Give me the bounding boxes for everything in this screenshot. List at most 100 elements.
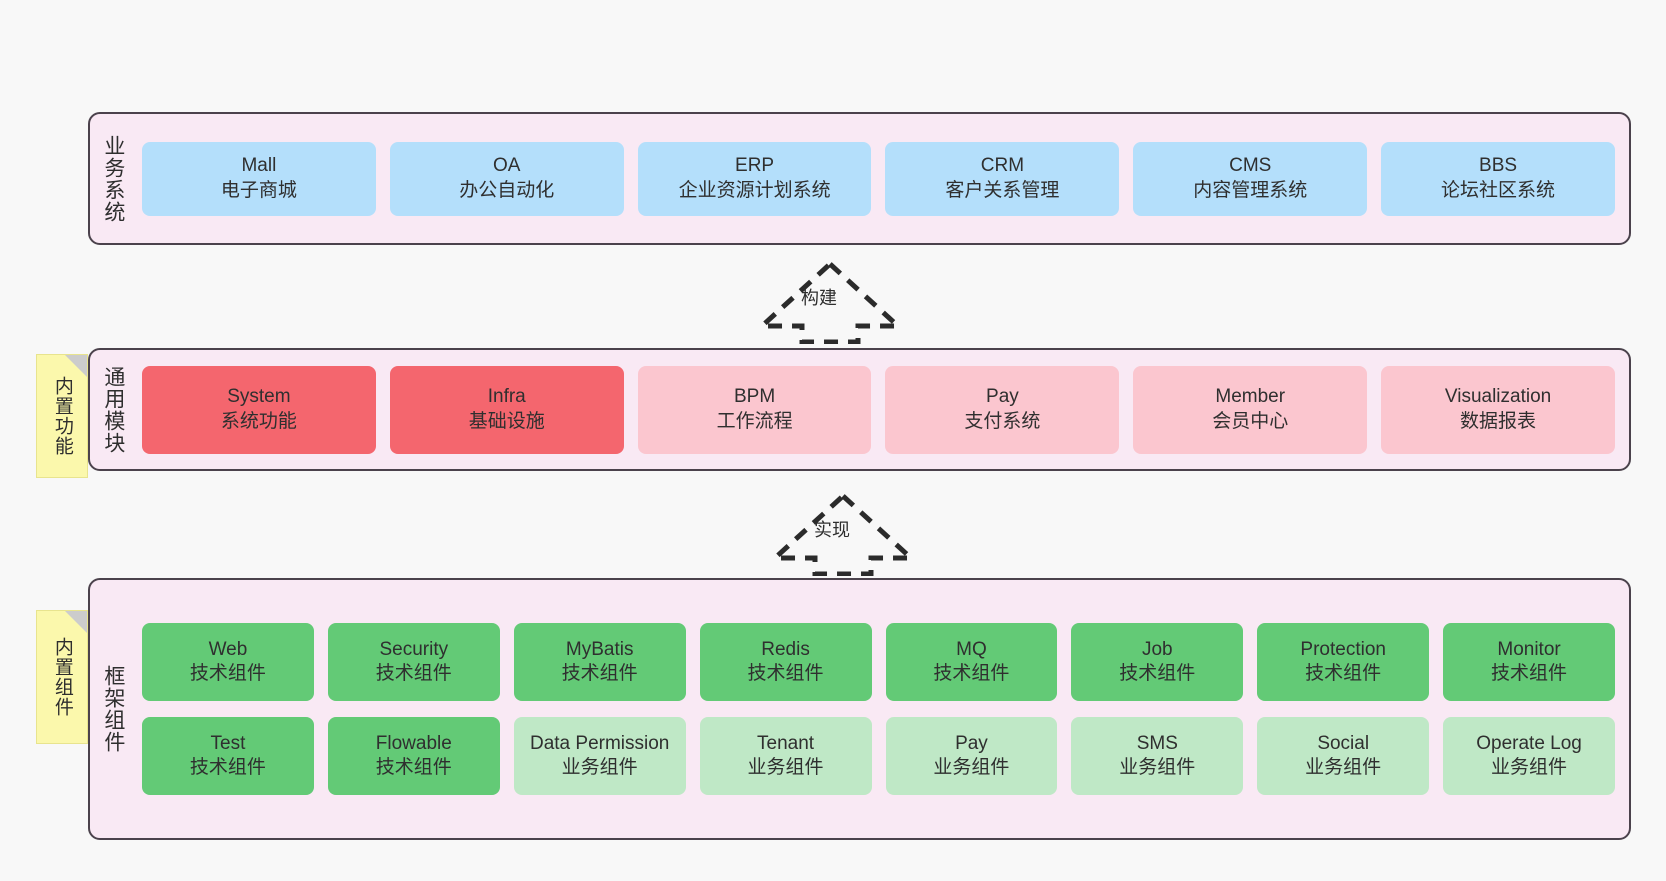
layer-title-framework-component: 框架组件	[101, 665, 125, 753]
card-mall[interactable]: Mall 电子商城	[142, 141, 376, 216]
connector-implement-label: 实现	[814, 520, 850, 540]
layer-common-module[interactable]: 通用模块 System 系统功能 Infra 基础设施 BPM 工作流程 Pay…	[88, 348, 1631, 471]
card-title: Social	[1317, 732, 1370, 754]
card-title: Mall	[241, 155, 277, 177]
card-title: Member	[1215, 386, 1286, 408]
card-title: Flowable	[375, 732, 452, 754]
card-title: CRM	[980, 155, 1025, 177]
card-pay-business[interactable]: Pay 业务组件	[885, 717, 1058, 795]
layer-framework-component[interactable]: 框架组件 Web 技术组件 Security 技术组件 MyBatis 技术组件…	[88, 578, 1631, 840]
card-subtitle: 业务组件	[1119, 757, 1196, 778]
layer-business-system[interactable]: 业务系统 Mall 电子商城 OA 办公自动化 ERP 企业资源计划系统 CRM…	[88, 112, 1631, 245]
card-subtitle: 业务组件	[1305, 757, 1382, 778]
card-test[interactable]: Test 技术组件	[142, 717, 314, 795]
card-subtitle: 论坛社区系统	[1441, 179, 1556, 201]
card-subtitle: 技术组件	[375, 663, 452, 684]
card-title: BBS	[1479, 155, 1518, 177]
card-title: Infra	[487, 386, 526, 408]
card-mq[interactable]: MQ 技术组件	[885, 623, 1058, 701]
layer-body-business-system: Mall 电子商城 OA 办公自动化 ERP 企业资源计划系统 CRM 客户关系…	[136, 114, 1629, 243]
dashed-hollow-arrow-up-icon	[768, 492, 918, 577]
card-data-permission[interactable]: Data Permission 业务组件	[513, 717, 686, 795]
card-job[interactable]: Job 技术组件	[1071, 623, 1244, 701]
card-title: Pay	[955, 732, 988, 754]
card-infra[interactable]: Infra 基础设施	[389, 365, 624, 454]
card-subtitle: 电子商城	[220, 179, 297, 201]
card-title: Visualization	[1444, 386, 1552, 408]
card-mybatis[interactable]: MyBatis 技术组件	[513, 623, 686, 701]
note-builtin-function-label: 内置功能	[51, 376, 73, 456]
card-title: Test	[210, 732, 246, 754]
card-title: Data Permission	[529, 732, 670, 754]
card-subtitle: 系统功能	[220, 410, 297, 432]
card-subtitle: 办公自动化	[459, 179, 555, 201]
layer-title-common-module: 通用模块	[101, 365, 125, 454]
connector-build-label: 构建	[801, 288, 837, 308]
card-subtitle: 基础设施	[468, 410, 545, 432]
card-crm[interactable]: CRM 客户关系管理	[885, 141, 1120, 216]
card-subtitle: 业务组件	[933, 757, 1010, 778]
card-subtitle: 内容管理系统	[1193, 179, 1308, 201]
card-subtitle: 企业资源计划系统	[678, 179, 831, 201]
card-subtitle: 技术组件	[189, 757, 266, 778]
card-operate-log[interactable]: Operate Log 业务组件	[1443, 717, 1615, 795]
card-subtitle: 数据报表	[1460, 410, 1537, 432]
note-builtin-component[interactable]: 内置组件	[36, 610, 88, 744]
note-builtin-function[interactable]: 内置功能	[36, 354, 88, 478]
card-visualization[interactable]: Visualization 数据报表	[1381, 365, 1615, 454]
card-subtitle: 技术组件	[933, 663, 1010, 684]
card-title: Job	[1141, 638, 1173, 660]
card-monitor[interactable]: Monitor 技术组件	[1443, 623, 1615, 701]
card-title: CMS	[1229, 155, 1272, 177]
card-subtitle: 业务组件	[747, 757, 824, 778]
card-subtitle: 技术组件	[747, 663, 824, 684]
card-erp[interactable]: ERP 企业资源计划系统	[637, 141, 872, 216]
card-subtitle: 会员中心	[1212, 410, 1289, 432]
card-title: MyBatis	[565, 638, 634, 660]
card-cms[interactable]: CMS 内容管理系统	[1133, 141, 1368, 216]
layer-title-business-system: 业务系统	[101, 134, 125, 223]
card-security[interactable]: Security 技术组件	[327, 623, 500, 701]
card-title: SMS	[1136, 732, 1178, 754]
note-fold-corner-icon	[65, 611, 87, 633]
card-subtitle: 技术组件	[561, 663, 638, 684]
card-subtitle: 业务组件	[561, 757, 638, 778]
card-title: OA	[493, 155, 521, 177]
framework-row-technical: Web 技术组件 Security 技术组件 MyBatis 技术组件 Redi…	[142, 623, 1615, 701]
card-flowable[interactable]: Flowable 技术组件	[327, 717, 500, 795]
card-title: System	[227, 386, 291, 408]
card-subtitle: 技术组件	[1119, 663, 1196, 684]
card-bpm[interactable]: BPM 工作流程	[637, 365, 872, 454]
card-sms[interactable]: SMS 业务组件	[1071, 717, 1244, 795]
card-subtitle: 客户关系管理	[945, 179, 1060, 201]
card-web[interactable]: Web 技术组件	[142, 623, 314, 701]
card-tenant[interactable]: Tenant 业务组件	[699, 717, 872, 795]
card-member[interactable]: Member 会员中心	[1133, 365, 1368, 454]
card-title: ERP	[735, 155, 775, 177]
card-subtitle: 技术组件	[375, 757, 452, 778]
card-title: BPM	[733, 386, 776, 408]
card-title: Operate Log	[1476, 732, 1582, 754]
card-subtitle: 工作流程	[716, 410, 793, 432]
card-protection[interactable]: Protection 技术组件	[1257, 623, 1430, 701]
card-subtitle: 支付系统	[964, 410, 1041, 432]
card-title: Pay	[986, 386, 1019, 408]
card-pay[interactable]: Pay 支付系统	[885, 365, 1120, 454]
card-bbs[interactable]: BBS 论坛社区系统	[1381, 141, 1615, 216]
card-social[interactable]: Social 业务组件	[1257, 717, 1430, 795]
layer-body-common-module: System 系统功能 Infra 基础设施 BPM 工作流程 Pay 支付系统…	[136, 350, 1629, 469]
layer-body-framework-component: Web 技术组件 Security 技术组件 MyBatis 技术组件 Redi…	[136, 580, 1629, 838]
card-oa[interactable]: OA 办公自动化	[389, 141, 624, 216]
card-system[interactable]: System 系统功能	[142, 365, 376, 454]
card-subtitle: 业务组件	[1491, 757, 1568, 778]
connector-build: 构建	[755, 258, 905, 345]
card-title: MQ	[956, 638, 987, 660]
card-subtitle: 技术组件	[1305, 663, 1382, 684]
card-redis[interactable]: Redis 技术组件	[699, 623, 872, 701]
note-fold-corner-icon	[65, 355, 87, 377]
card-title: Monitor	[1497, 638, 1561, 660]
card-subtitle: 技术组件	[1491, 663, 1568, 684]
card-title: Web	[208, 638, 248, 660]
note-builtin-component-label: 内置组件	[51, 637, 73, 717]
